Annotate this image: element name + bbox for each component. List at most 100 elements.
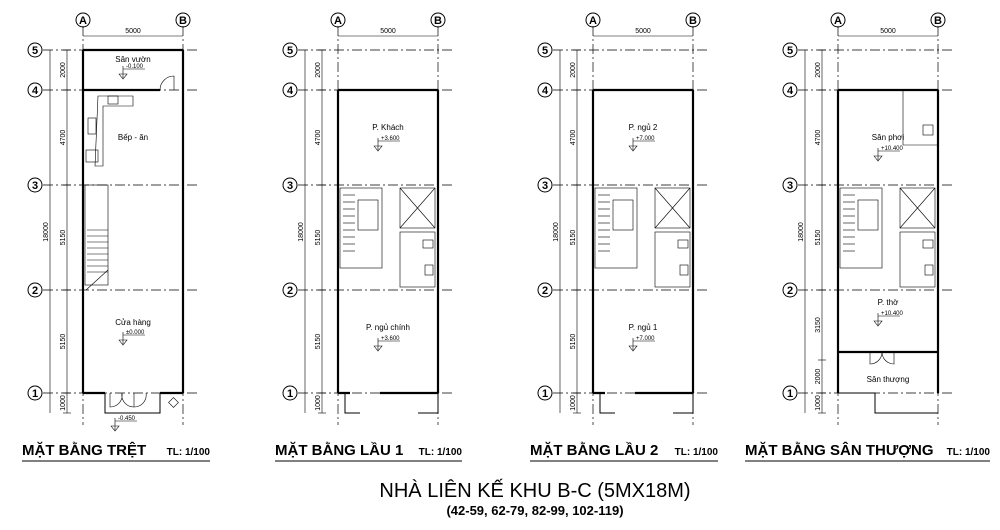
plan-title: MẶT BẰNG SÂN THƯỢNG	[745, 441, 934, 459]
axis-label-row: 5	[32, 45, 38, 57]
axis-label-row: 1	[287, 388, 293, 400]
level-marker-icon	[628, 138, 655, 152]
width-dimension: 5000	[635, 28, 651, 35]
axis-label-row: 4	[787, 85, 794, 97]
entrance-doors-icon	[109, 392, 147, 408]
terrace-doors-icon	[869, 351, 895, 365]
stair-wc-block	[84, 184, 109, 286]
total-dimension: 18000	[553, 222, 560, 242]
stair-landing	[357, 199, 379, 231]
total-dimension: 18000	[43, 222, 50, 242]
stair-well	[339, 187, 383, 269]
stove-icon	[87, 117, 97, 135]
level-marker-icon	[118, 332, 145, 346]
segment-dimension: 5150	[60, 230, 67, 246]
axis-bubble	[175, 12, 191, 28]
plan-title: MẶT BẰNG TRỆT	[22, 441, 146, 459]
axis-label-row: 4	[542, 85, 549, 97]
axis-bubble	[330, 12, 346, 28]
side-walls	[336, 90, 440, 393]
segment-dimension: 2000	[570, 62, 577, 78]
segment-dimension: 4700	[570, 130, 577, 146]
wc-room	[399, 231, 436, 288]
toilet-icon	[424, 264, 434, 276]
level-value: +7.000	[636, 136, 655, 142]
segment-dimension: 2000	[815, 369, 822, 385]
level-marker-icon	[110, 418, 137, 432]
room-label: P. ngủ chính	[366, 323, 410, 332]
axis-label-row: 1	[542, 388, 548, 400]
axis-bubble	[685, 12, 701, 28]
stair-landing	[857, 199, 879, 231]
segment-dimension: 2000	[815, 62, 822, 78]
laundry-wall	[902, 90, 938, 146]
axis-label-B: B	[689, 15, 697, 27]
room-label: Sân vườn	[115, 55, 151, 64]
laundry-fixture-icon	[922, 124, 934, 136]
room-label: P. ngủ 1	[629, 323, 658, 332]
axis-bubble	[282, 385, 298, 401]
axis-label-row: 4	[287, 85, 294, 97]
axis-label-row: 3	[32, 180, 38, 192]
plan-scale: TL: 1/100	[675, 447, 719, 458]
level-marker-icon	[373, 338, 400, 352]
axis-label-A: A	[834, 15, 842, 27]
width-dimension: 5000	[380, 28, 396, 35]
axis-label-row: 5	[542, 45, 548, 57]
axis-bubble	[930, 12, 946, 28]
axis-label-row: 5	[287, 45, 293, 57]
fridge-icon	[85, 149, 99, 163]
segment-dimension: 1000	[570, 395, 577, 411]
stair-landing	[612, 199, 634, 231]
stair-symbol-icon	[168, 397, 179, 408]
toilet-icon	[679, 264, 689, 276]
axis-label-row: 1	[32, 388, 38, 400]
axis-bubble	[430, 12, 446, 28]
axis-bubble	[537, 282, 553, 298]
axis-bubble	[782, 177, 798, 193]
axis-bubble	[27, 42, 43, 58]
segment-dimension: 2000	[60, 62, 67, 78]
axis-bubble	[537, 385, 553, 401]
segment-dimension: 4700	[815, 130, 822, 146]
total-dimension: 18000	[798, 222, 805, 242]
balcony-outline	[344, 393, 439, 414]
axis-label-B: B	[934, 15, 942, 27]
level-value: +10.400	[881, 146, 904, 152]
axis-label-A: A	[589, 15, 597, 27]
sheet-title: NHÀ LIÊN KẾ KHU B-C (5MX18M)	[379, 479, 690, 502]
room-label: Sân thượng	[867, 375, 910, 384]
level-value: -0.450	[118, 416, 136, 422]
void-cross-icon	[654, 187, 691, 229]
axis-bubble	[782, 385, 798, 401]
axis-label-row: 3	[287, 180, 293, 192]
axis-bubble	[282, 177, 298, 193]
stair-arrow	[85, 269, 109, 291]
lavatory-icon	[922, 239, 934, 249]
axis-label-A: A	[334, 15, 342, 27]
room-label: Cửa hàng	[115, 318, 151, 327]
axis-bubble	[27, 177, 43, 193]
balcony-outline	[599, 393, 694, 414]
side-walls	[836, 90, 940, 393]
void-opening	[899, 187, 936, 229]
segment-dimension: 5150	[60, 334, 67, 350]
stair-well	[839, 187, 883, 269]
segment-dimension: 5150	[570, 334, 577, 350]
void-cross-icon	[899, 187, 936, 229]
segment-dimension: 5150	[315, 334, 322, 350]
axis-label-row: 2	[287, 285, 293, 297]
axis-bubble	[282, 42, 298, 58]
axis-label-row: 3	[787, 180, 793, 192]
segment-dimension: 4700	[315, 130, 322, 146]
axis-label-A: A	[79, 15, 87, 27]
axis-bubble	[782, 282, 798, 298]
level-value: +3.600	[381, 136, 400, 142]
room-label: Bếp - ăn	[118, 133, 148, 142]
wc-room	[654, 231, 691, 288]
level-marker-icon	[373, 138, 400, 152]
axis-bubble	[782, 42, 798, 58]
room-label: P. ngủ 2	[629, 123, 658, 132]
